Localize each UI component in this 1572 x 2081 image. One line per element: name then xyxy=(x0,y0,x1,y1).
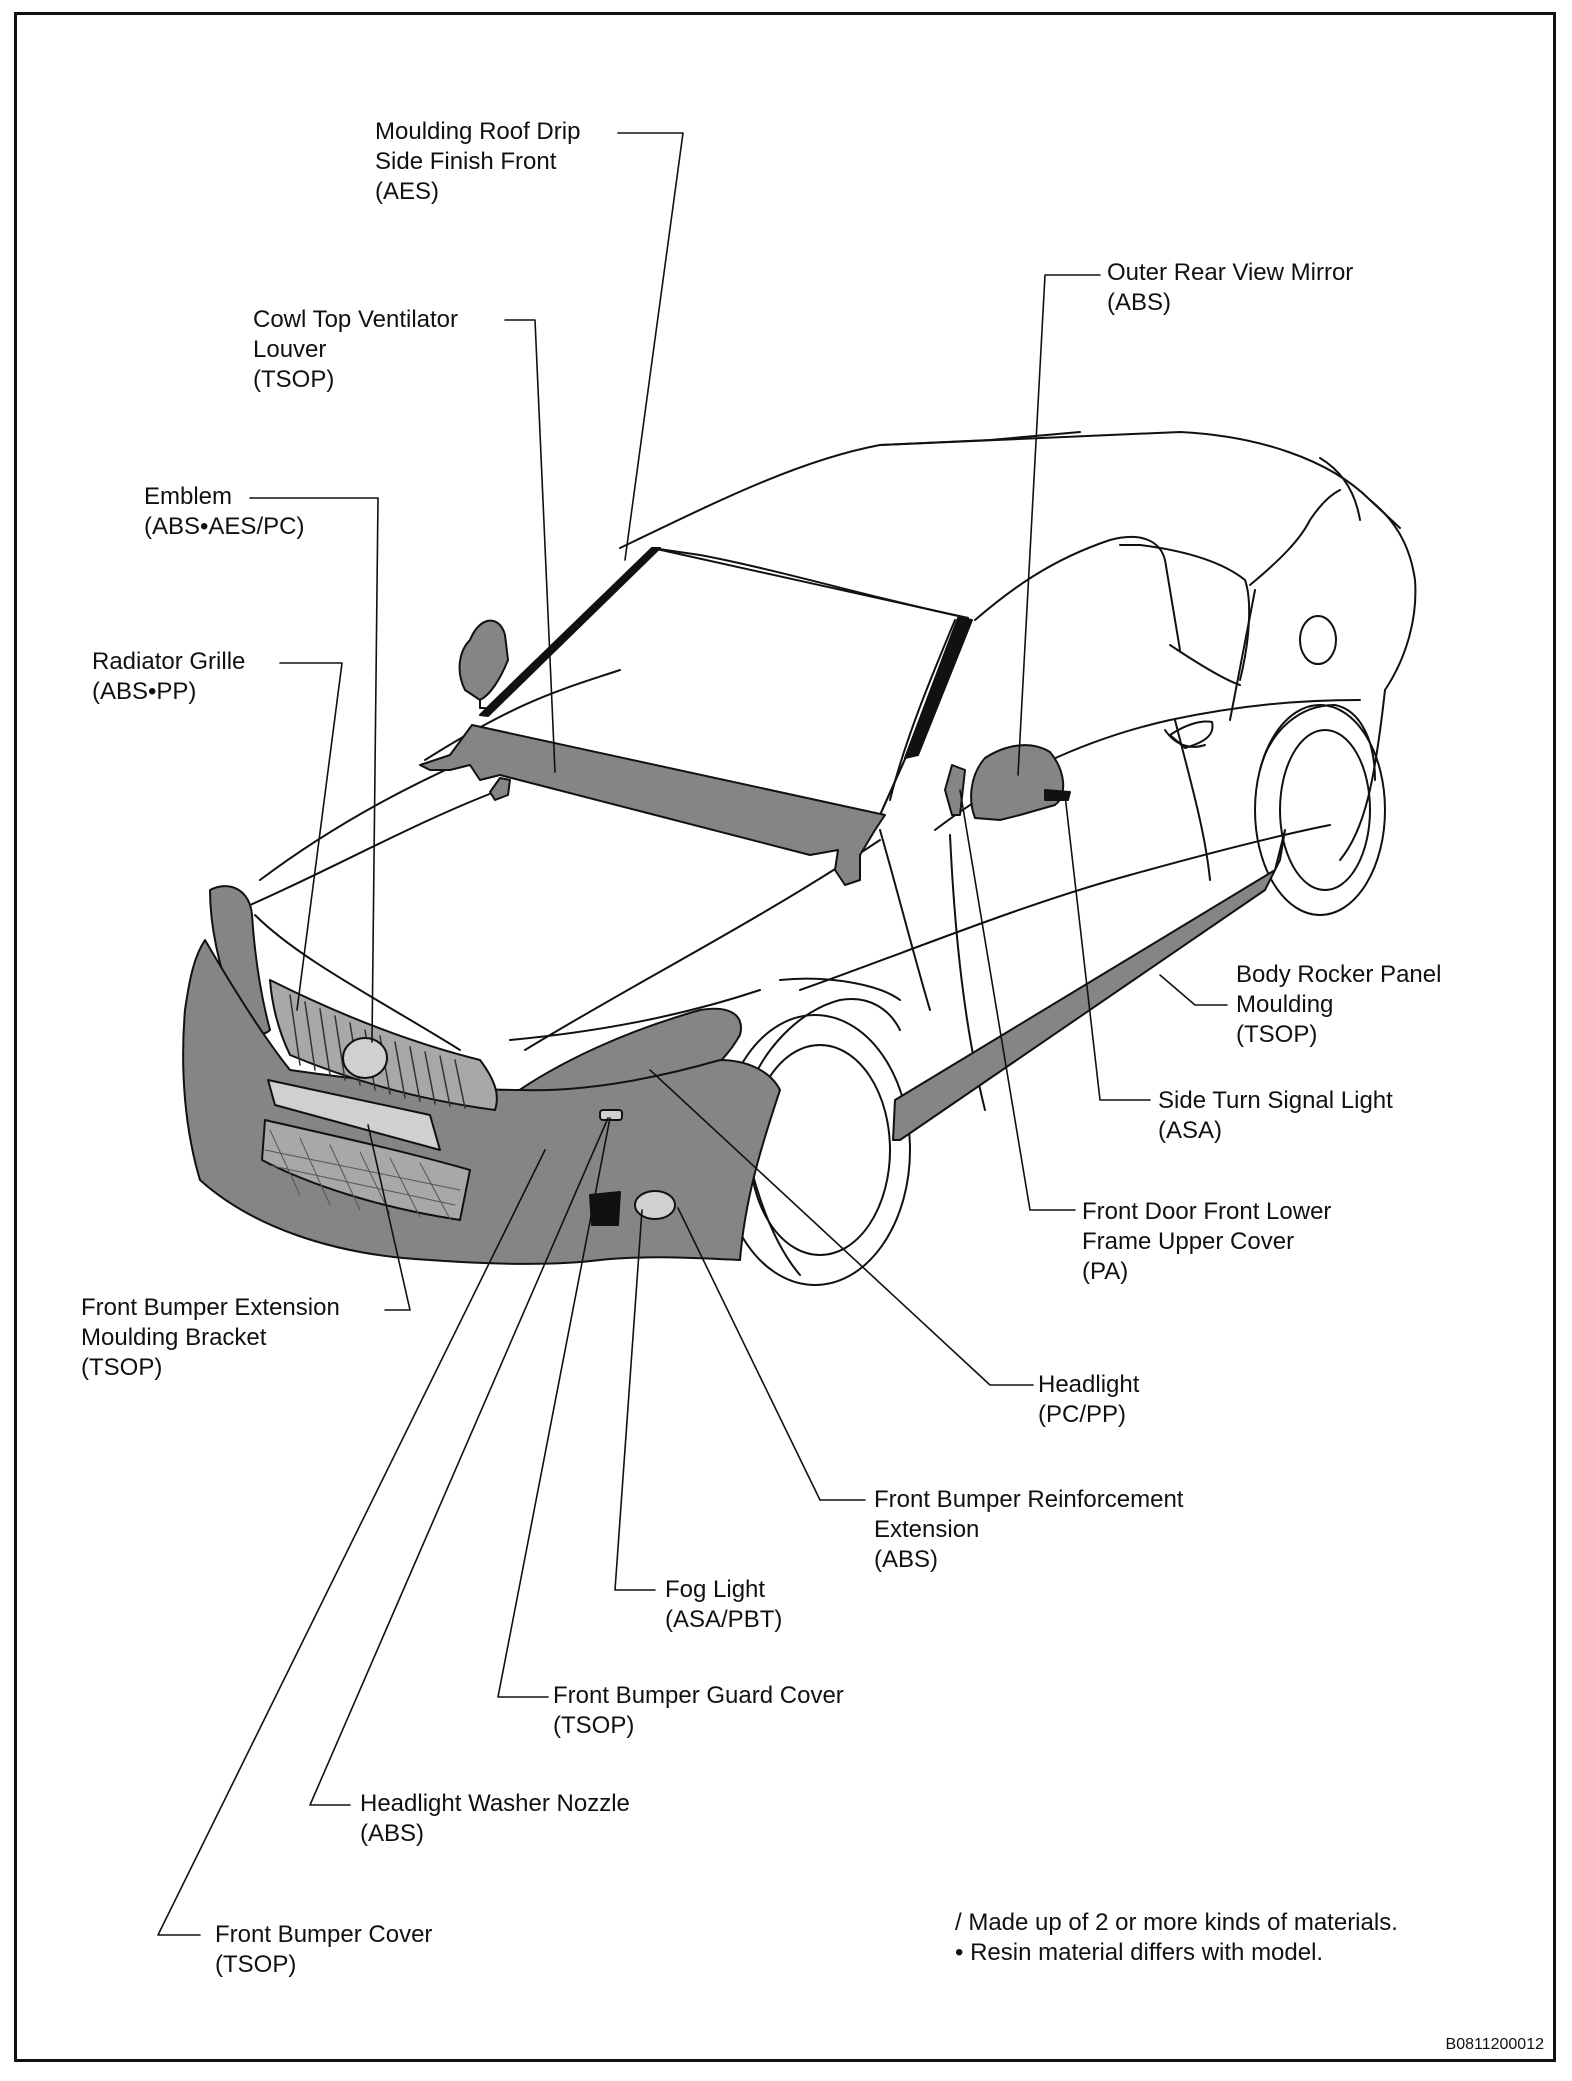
cowl-bracket-left xyxy=(489,777,511,801)
diagram-frame xyxy=(14,12,1556,2062)
license-bracket-part xyxy=(267,1079,441,1151)
turn-signal-part xyxy=(1044,789,1071,801)
callout-line: Moulding Roof Drip xyxy=(375,118,581,145)
rear-wheel xyxy=(1254,704,1386,916)
callout-line: Front Bumper Cover xyxy=(215,1921,433,1948)
callout-grille: Radiator Grille (ABS•PP) xyxy=(92,647,245,707)
roof-drip-moulding-part xyxy=(479,547,661,717)
callout-line: Front Bumper Extension xyxy=(81,1294,340,1321)
callout-line: Side Turn Signal Light xyxy=(1158,1087,1393,1114)
callout-bracket: Front Bumper Extension Moulding Bracket … xyxy=(81,1293,340,1383)
callout-roof-drip: Moulding Roof Drip Side Finish Front (AE… xyxy=(375,117,580,207)
leader-fog xyxy=(614,1209,656,1591)
fog-light-part xyxy=(634,1190,676,1220)
leader-door-cover xyxy=(959,789,1076,1211)
callout-line: (TSOP) xyxy=(553,1712,635,1739)
callout-mirror: Outer Rear View Mirror (ABS) xyxy=(1107,258,1353,318)
leader-turn-signal xyxy=(1064,794,1151,1101)
callout-line: Outer Rear View Mirror xyxy=(1107,259,1354,286)
cowl-louver-part xyxy=(419,724,886,886)
callout-line: Headlight xyxy=(1038,1371,1140,1398)
door-frame-cover-part xyxy=(944,764,966,816)
lower-grille-part xyxy=(261,1119,471,1221)
footnotes: / Made up of 2 or more kinds of material… xyxy=(955,1908,1398,1968)
callout-line: (ABS) xyxy=(360,1820,425,1847)
callout-headlight: Headlight (PC/PP) xyxy=(1038,1370,1139,1430)
callout-line: Fog Light xyxy=(665,1576,766,1603)
callout-emblem: Emblem (ABS•AES/PC) xyxy=(144,482,304,542)
figure-id: B0811200012 xyxy=(1445,2036,1544,2053)
callout-line: (TSOP) xyxy=(215,1951,297,1978)
callout-line: (TSOP) xyxy=(253,366,335,393)
leader-emblem xyxy=(249,497,379,1043)
leader-bracket xyxy=(367,1124,411,1311)
outer-mirror-part xyxy=(970,744,1065,821)
callout-line: (TSOP) xyxy=(1236,1021,1318,1048)
callout-line: (TSOP) xyxy=(81,1354,163,1381)
callout-line: Emblem xyxy=(144,483,233,510)
callout-line: Front Bumper Reinforcement xyxy=(874,1486,1184,1513)
callout-line: (PA) xyxy=(1082,1258,1129,1285)
callout-reinf: Front Bumper Reinforcement Extension (AB… xyxy=(874,1485,1183,1575)
leader-headlight xyxy=(649,1069,1034,1386)
leader-bumper xyxy=(157,1149,546,1936)
rocker-panel-part xyxy=(892,829,1286,1141)
callout-line: Moulding xyxy=(1236,991,1334,1018)
leader-rocker xyxy=(1159,974,1228,1006)
leader-lines xyxy=(157,132,1228,1936)
callout-line: (ABS) xyxy=(1107,289,1172,316)
callout-bumper: Front Bumper Cover (TSOP) xyxy=(215,1920,432,1980)
left-headlight-part xyxy=(209,885,271,1035)
mesh-lines xyxy=(264,1129,461,1220)
footnote-resin-differs: • Resin material differs with model. xyxy=(955,1939,1324,1966)
callout-line: (AES) xyxy=(375,178,440,205)
callout-guard: Front Bumper Guard Cover (TSOP) xyxy=(553,1681,844,1741)
callout-door-cover: Front Door Front Lower Frame Upper Cover… xyxy=(1082,1197,1331,1287)
callout-line: Moulding Bracket xyxy=(81,1324,267,1351)
roof-drip-right-part xyxy=(904,617,973,759)
callout-line: (ABS•PP) xyxy=(92,678,197,705)
callout-line: Louver xyxy=(253,336,327,363)
leader-guard xyxy=(497,1117,611,1698)
callout-line: Front Bumper Guard Cover xyxy=(553,1682,844,1709)
callout-line: Headlight Washer Nozzle xyxy=(360,1790,630,1817)
callout-line: (PC/PP) xyxy=(1038,1401,1127,1428)
callout-fog: Fog Light (ASA/PBT) xyxy=(665,1575,782,1635)
callout-turn-signal: Side Turn Signal Light (ASA) xyxy=(1158,1086,1393,1146)
callout-line: (ASA/PBT) xyxy=(665,1606,783,1633)
washer-nozzle-part xyxy=(599,1109,623,1121)
callout-line: Cowl Top Ventilator xyxy=(253,306,459,333)
leader-washer xyxy=(309,1117,609,1806)
footnote-multi-material: / Made up of 2 or more kinds of material… xyxy=(955,1909,1398,1936)
leader-cowl xyxy=(504,319,556,773)
emblem-part xyxy=(342,1037,388,1079)
callout-line: Front Door Front Lower xyxy=(1082,1198,1332,1225)
leader-mirror xyxy=(1017,274,1101,776)
leader-grille xyxy=(279,662,343,1011)
callout-cowl: Cowl Top Ventilator Louver (TSOP) xyxy=(253,305,458,395)
leader-roof-drip xyxy=(617,132,684,561)
callout-line: (ABS) xyxy=(874,1546,939,1573)
callout-line: (ASA) xyxy=(1158,1117,1223,1144)
callout-line: Body Rocker Panel xyxy=(1236,961,1442,988)
callout-line: Extension xyxy=(874,1516,980,1543)
callout-rocker: Body Rocker Panel Moulding (TSOP) xyxy=(1236,960,1441,1050)
left-mirror-part xyxy=(458,619,509,701)
callout-line: (ABS•AES/PC) xyxy=(144,513,305,540)
callout-line: Side Finish Front xyxy=(375,148,557,175)
callout-line: Radiator Grille xyxy=(92,648,246,675)
callout-line: Frame Upper Cover xyxy=(1082,1228,1295,1255)
callout-washer: Headlight Washer Nozzle (ABS) xyxy=(360,1789,630,1849)
leader-reinf xyxy=(677,1207,866,1501)
